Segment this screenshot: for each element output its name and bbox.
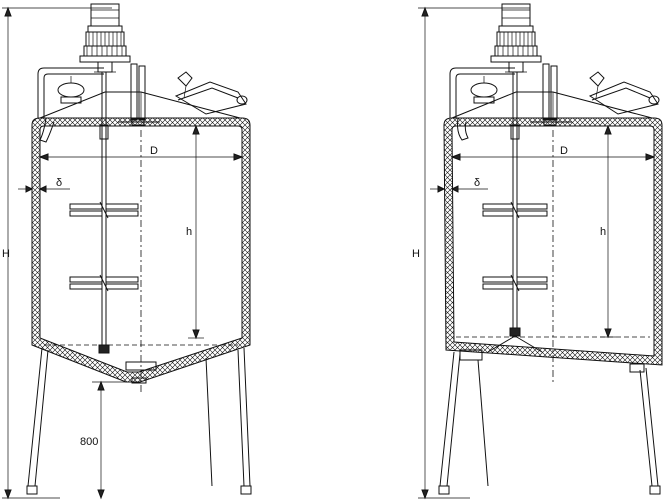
left-manhole-icon bbox=[174, 71, 248, 115]
right-legs bbox=[438, 351, 661, 495]
left-top-head bbox=[39, 91, 241, 119]
left-motor-icon bbox=[79, 3, 131, 73]
right-dimension-delta: δ bbox=[430, 177, 488, 193]
right-top-head bbox=[451, 91, 653, 119]
right-label-delta: δ bbox=[474, 177, 480, 189]
left-pipe bbox=[37, 67, 104, 143]
right-manhole-icon bbox=[588, 71, 660, 115]
right-label-h: h bbox=[600, 226, 606, 238]
right-dimension-h: h bbox=[600, 124, 616, 339]
left-dimension-H: H bbox=[2, 6, 112, 500]
right-label-H: H bbox=[412, 248, 420, 260]
left-tank: H bbox=[2, 3, 252, 500]
right-agitator-shaft bbox=[482, 72, 548, 353]
right-pipe bbox=[449, 67, 515, 141]
right-motor-icon bbox=[490, 3, 542, 73]
left-agitator-shaft bbox=[69, 72, 139, 354]
left-label-D: D bbox=[150, 145, 158, 157]
left-dimension-800: 800 bbox=[80, 380, 130, 500]
left-vessel-body bbox=[31, 117, 251, 395]
right-tank: H bbox=[412, 3, 663, 500]
left-label-h: h bbox=[186, 226, 192, 238]
left-dimension-h: h bbox=[186, 124, 204, 340]
left-sight-glass bbox=[118, 63, 160, 126]
left-dimension-delta: δ bbox=[18, 177, 70, 193]
right-dimension-H: H bbox=[412, 6, 530, 500]
left-label-H: H bbox=[2, 248, 10, 260]
left-label-800: 800 bbox=[80, 436, 98, 448]
right-dimension-D: D bbox=[450, 145, 656, 161]
left-dimension-D: D bbox=[38, 145, 244, 161]
left-label-delta: δ bbox=[56, 177, 62, 189]
right-vessel-body bbox=[443, 117, 663, 385]
right-label-D: D bbox=[560, 145, 568, 157]
right-sight-glass bbox=[530, 63, 572, 126]
left-legs bbox=[26, 347, 252, 495]
